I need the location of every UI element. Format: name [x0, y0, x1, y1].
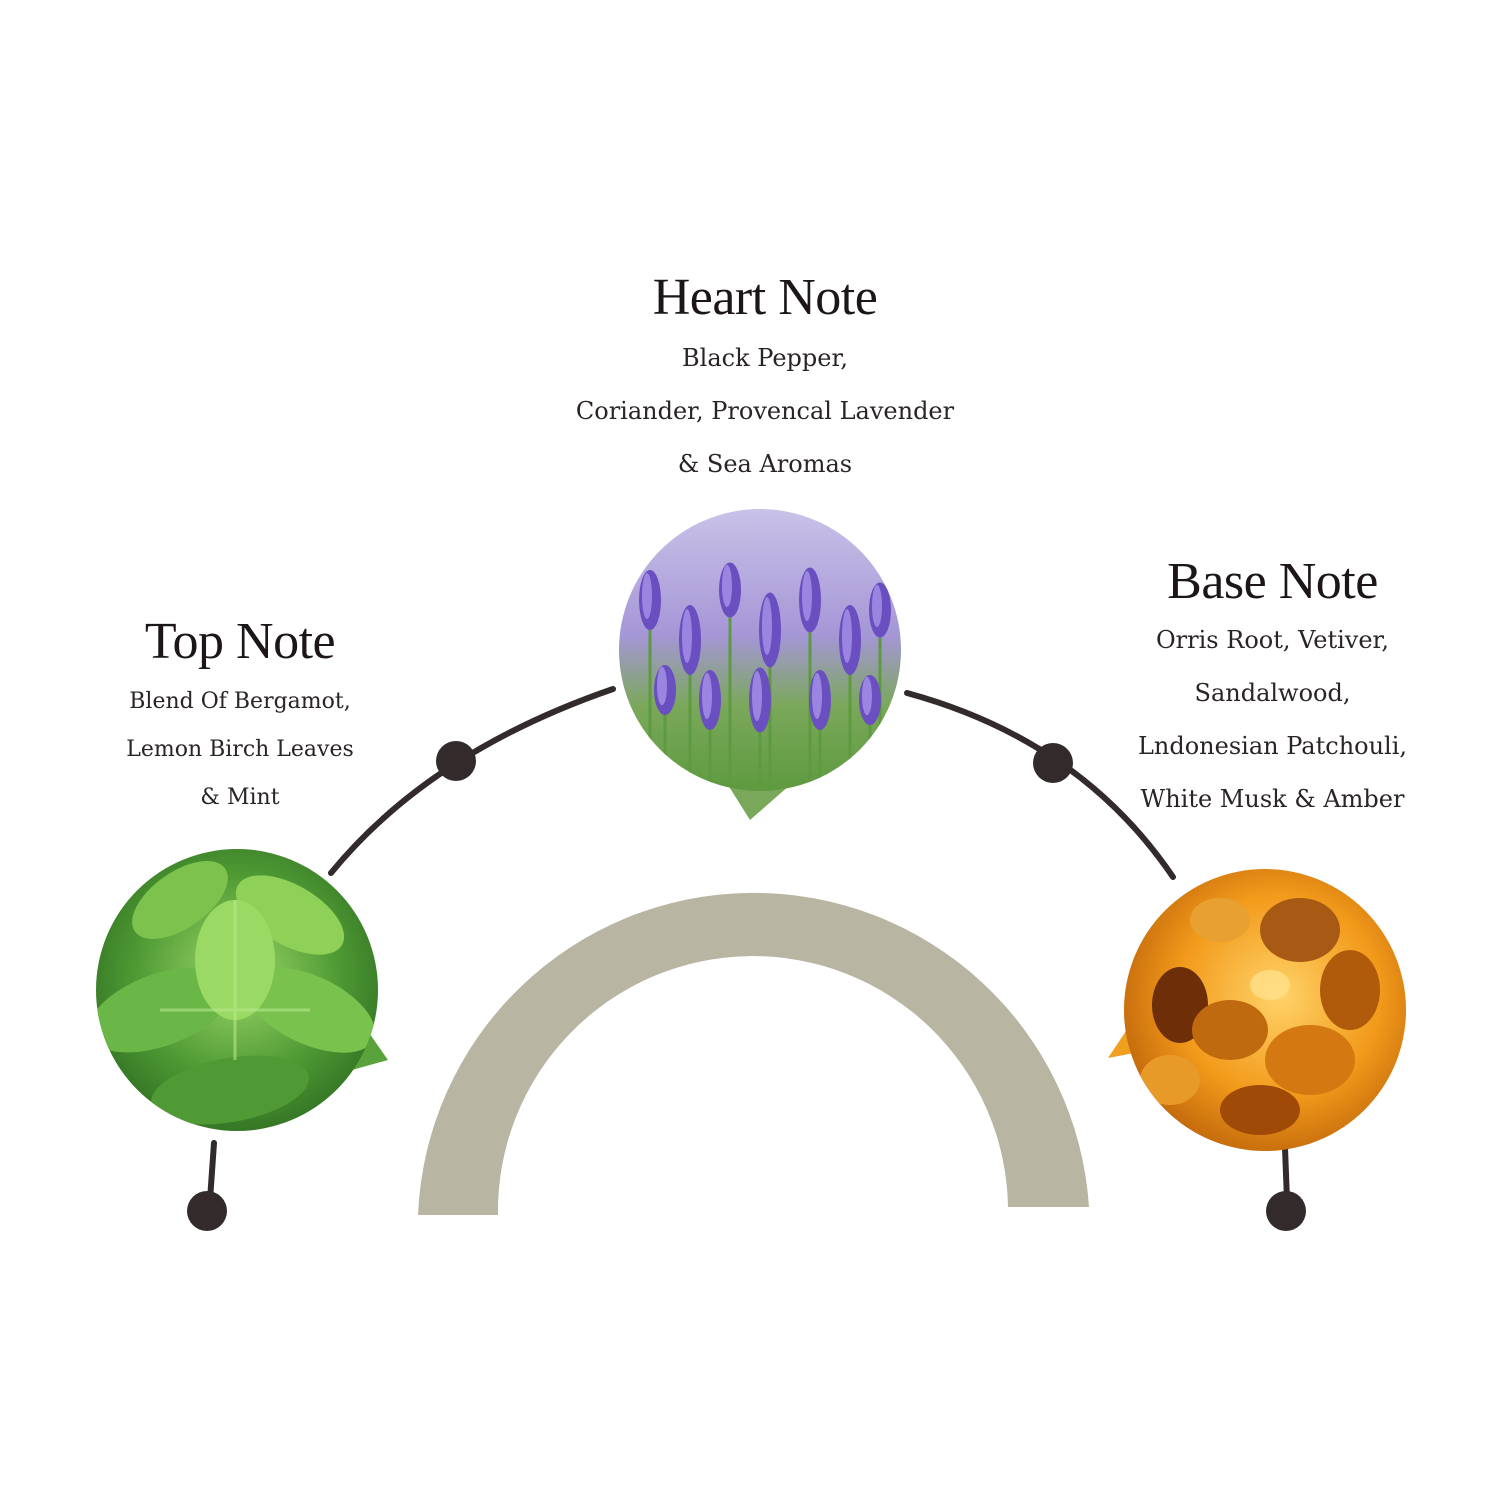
- heart-note-title: Heart Note: [652, 269, 878, 326]
- stem-left: [207, 1140, 217, 1203]
- base-note-block: Base Note Orris Root, Vetiver, Sandalwoo…: [1100, 552, 1445, 826]
- base-note-line: Lndonesian Patchouli,: [1137, 732, 1408, 760]
- base-note-title: Base Note: [1167, 553, 1378, 610]
- heart-note-line: & Sea Aromas: [677, 450, 853, 478]
- stem-dot-left: [187, 1191, 227, 1231]
- top-note-line: Blend Of Bergamot,: [129, 689, 351, 714]
- center-arch: [418, 892, 1089, 1215]
- lavender-field-icon: [619, 509, 901, 820]
- base-note-line: Orris Root, Vetiver,: [1156, 626, 1389, 654]
- base-note-line: White Musk & Amber: [1140, 785, 1405, 813]
- top-note-line: & Mint: [200, 785, 280, 810]
- arc-dot-right: [1033, 743, 1073, 783]
- heart-note-block: Heart Note Black Pepper, Coriander, Prov…: [520, 268, 1010, 491]
- heart-note-line: Black Pepper,: [682, 344, 848, 372]
- top-note-line: Lemon Birch Leaves: [126, 737, 354, 762]
- arc-dot-left: [436, 741, 476, 781]
- base-note-line: Sandalwood,: [1194, 679, 1351, 707]
- top-note-block: Top Note Blend Of Bergamot, Lemon Birch …: [90, 612, 390, 822]
- mint-leaves-icon: [96, 849, 388, 1131]
- amber-stones-icon: [1108, 869, 1406, 1151]
- stem-dot-right: [1266, 1191, 1306, 1231]
- heart-note-line: Coriander, Provencal Lavender: [575, 397, 955, 425]
- top-note-title: Top Note: [144, 613, 336, 670]
